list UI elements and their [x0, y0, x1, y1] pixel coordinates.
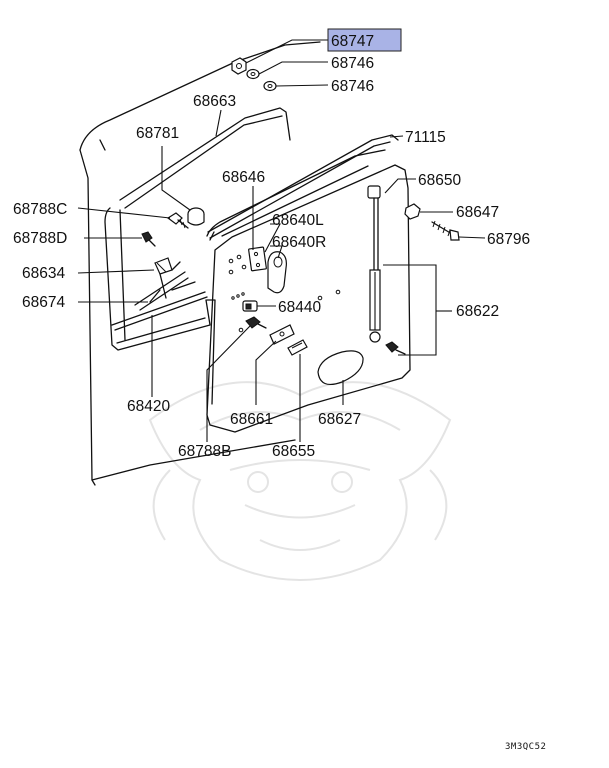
callout-68640L[interactable]: 68640L [272, 212, 324, 229]
nut-icon [231, 57, 247, 75]
clip-icon [242, 300, 258, 312]
callout-labels: 68747 68746 68746 68663 68781 71115 6864… [13, 33, 530, 460]
callout-68788D[interactable]: 68788D [13, 230, 67, 247]
leader-lines [77, 39, 486, 442]
hinge-plate-icon [248, 246, 267, 272]
mounting-holes [228, 254, 341, 333]
rubber-bumper-icon [187, 207, 205, 226]
callout-68627[interactable]: 68627 [318, 411, 361, 428]
callout-68420[interactable]: 68420 [127, 398, 170, 415]
gas-strut [367, 185, 381, 343]
callout-68746-b[interactable]: 68746 [331, 78, 374, 95]
bolt-icon [166, 212, 189, 229]
callout-68647[interactable]: 68647 [456, 204, 499, 221]
callout-68674[interactable]: 68674 [22, 294, 65, 311]
tailgate-panel [206, 149, 411, 433]
side-window-frame [104, 107, 291, 351]
highlight-box [327, 28, 402, 52]
callout-68650[interactable]: 68650 [418, 172, 461, 189]
callout-68788B[interactable]: 68788B [178, 443, 231, 460]
latch-icon [267, 251, 287, 294]
handle-icon [287, 339, 308, 356]
run-channel-icon [111, 291, 208, 331]
bolt-icon [431, 220, 460, 241]
callout-68663[interactable]: 68663 [193, 93, 236, 110]
vehicle-body-outline [79, 41, 321, 486]
washer-icon [246, 68, 260, 80]
callout-68788C[interactable]: 68788C [13, 201, 67, 218]
callout-68746-a[interactable]: 68746 [331, 55, 374, 72]
callout-68634[interactable]: 68634 [22, 265, 65, 282]
callout-71115[interactable]: 71115 [405, 129, 446, 146]
bushing-icon [404, 203, 421, 220]
bolt-icon [245, 316, 267, 329]
screw-icon [141, 231, 156, 247]
callout-68440[interactable]: 68440 [278, 299, 321, 316]
callout-68781[interactable]: 68781 [136, 125, 179, 142]
callout-68646[interactable]: 68646 [222, 169, 265, 186]
striker-plate-icon [269, 324, 295, 345]
tailgate-edge-strip [207, 134, 399, 239]
callout-68655[interactable]: 68655 [272, 443, 315, 460]
callout-68796[interactable]: 68796 [487, 231, 530, 248]
washer-icon [263, 80, 277, 92]
glass-guide-icon [134, 271, 189, 311]
callout-68747[interactable]: 68747 [331, 33, 374, 50]
callout-68640R[interactable]: 68640R [272, 234, 326, 251]
door-regulator-rod [171, 281, 216, 405]
callout-68622[interactable]: 68622 [456, 303, 499, 320]
glass-channel-icon [154, 257, 181, 299]
bolt-icon [385, 341, 406, 355]
cover-icon [317, 350, 364, 385]
callout-68661[interactable]: 68661 [230, 411, 273, 428]
diagram-code: 3M3QC52 [505, 742, 546, 752]
